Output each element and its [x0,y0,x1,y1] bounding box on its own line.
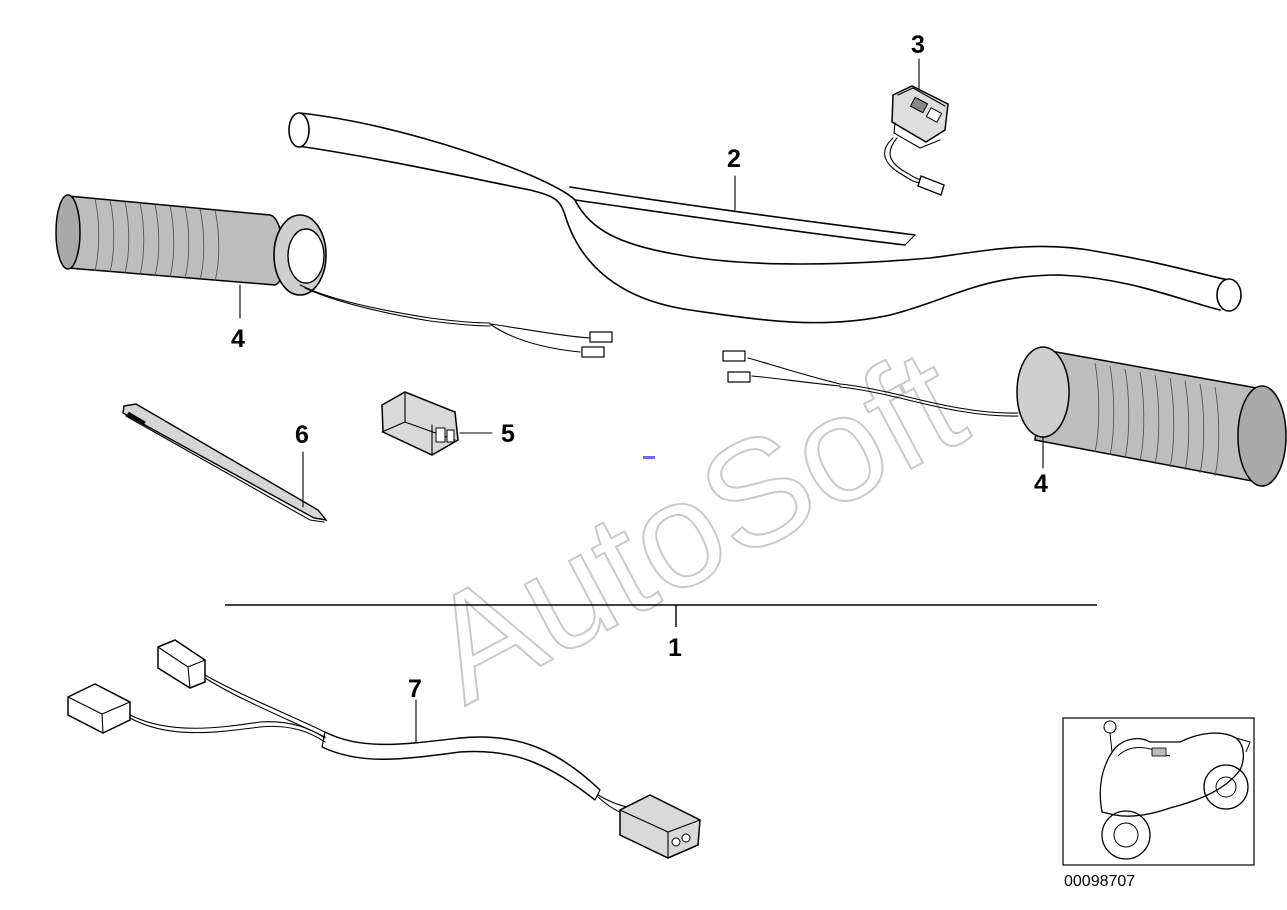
motorcycle-thumbnail[interactable] [1062,717,1255,866]
heated-grip-left-part-4[interactable] [55,194,613,358]
cable-tie-part-6[interactable] [122,403,328,523]
handlebar-part-2[interactable] [288,112,1242,324]
switch-part-3[interactable] [884,85,949,196]
cursor-mark [643,456,655,459]
callout-4-left: 4 [231,325,245,353]
wiring-harness-part-7[interactable] [67,639,701,859]
callout-5: 5 [501,420,515,448]
callout-2: 2 [727,145,741,173]
handlebar-right-end-cap [1216,278,1242,312]
grip-left-ribs [94,198,220,282]
connector-part-5[interactable] [381,391,493,456]
callout-6: 6 [295,421,309,449]
callout-7: 7 [408,675,422,703]
heated-grip-right-part-4[interactable] [722,346,1287,487]
callout-1: 1 [668,634,682,662]
assembly-bracket-part-1 [225,604,1097,627]
diagram-id-number: 00098707 [1064,873,1135,890]
watermark-text: AutoSoft [401,316,988,734]
callout-3: 3 [911,31,925,59]
callout-4-right: 4 [1034,470,1048,498]
handlebar-left-end-cap [288,112,310,148]
grip-right-ribs [1094,362,1220,477]
